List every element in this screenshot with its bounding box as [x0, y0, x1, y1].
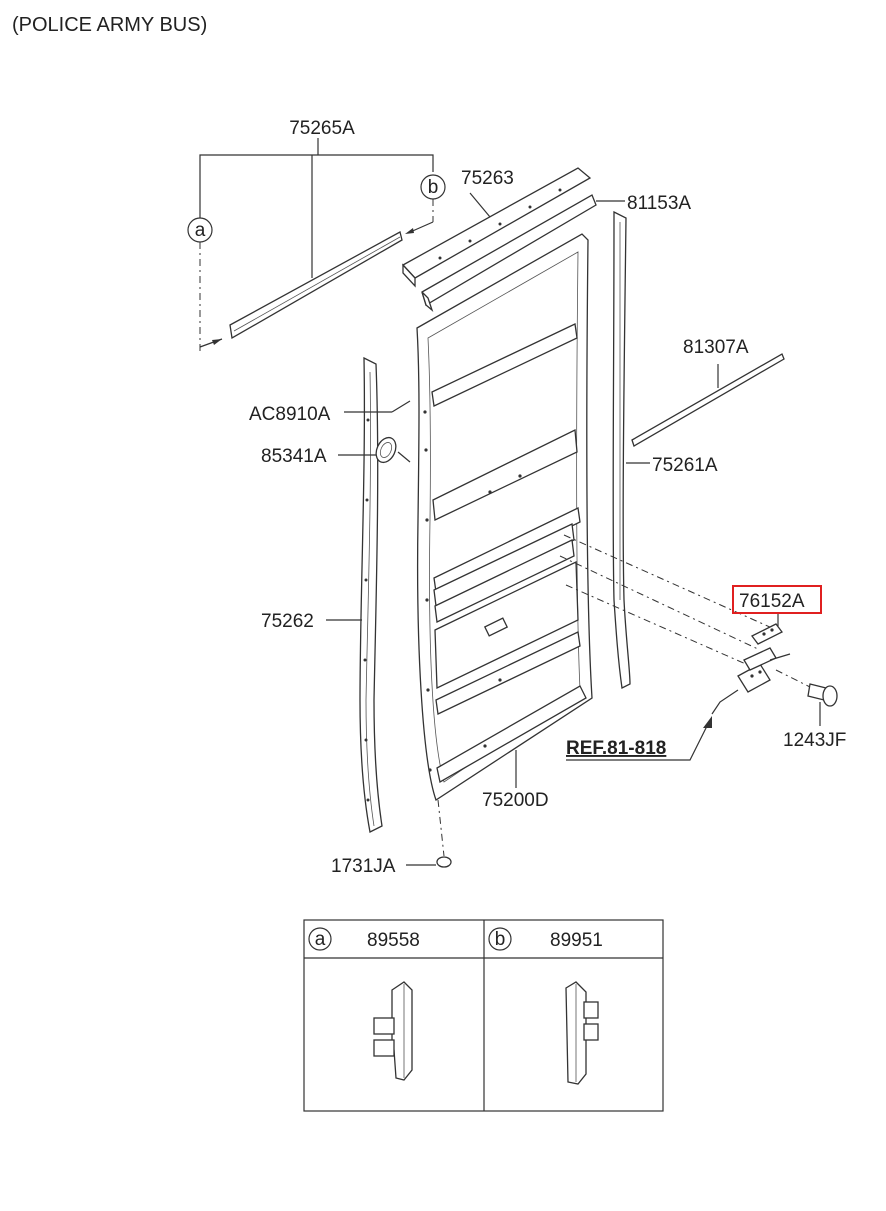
- detail-part-89558: 89558: [367, 930, 420, 951]
- label-75200D[interactable]: 75200D: [482, 790, 549, 811]
- part-latch-assembly: [711, 647, 791, 715]
- detail-callout-a: a: [315, 929, 326, 950]
- part-76152A-plate: [751, 623, 783, 645]
- detail-cell-b[interactable]: b 89951: [488, 927, 603, 1085]
- part-75261A-strip: [612, 210, 631, 689]
- highlight-76152A: [732, 585, 822, 614]
- detail-part-89951: 89951: [550, 930, 603, 951]
- label-1731JA[interactable]: 1731JA: [331, 856, 396, 877]
- part-75200D-door-frame: [416, 233, 593, 801]
- part-75265A-moulding: [229, 231, 403, 340]
- part-81153A-rail: [421, 194, 597, 312]
- part-85341A-grommet: [375, 436, 397, 464]
- detail-cell-a[interactable]: a 89558: [308, 927, 420, 1081]
- part-75262-pillar: [359, 356, 383, 833]
- callout-b-letter: b: [428, 177, 439, 198]
- label-76152A[interactable]: 76152A: [739, 591, 805, 612]
- label-81307A[interactable]: 81307A: [683, 337, 749, 358]
- part-75263-header: [401, 167, 592, 288]
- detail-table: a 89558 b 89951: [303, 919, 664, 1112]
- label-ref-81-818[interactable]: REF.81-818: [566, 738, 666, 759]
- clip-89951-drawing: [565, 981, 599, 1085]
- part-1243JF-bolt: [807, 683, 838, 707]
- bracket-75265A: [199, 138, 434, 352]
- label-85341A[interactable]: 85341A: [261, 446, 327, 467]
- callout-b-top[interactable]: b: [420, 174, 446, 200]
- part-81307A-moulding: [631, 353, 785, 447]
- label-75265A[interactable]: 75265A: [289, 118, 355, 139]
- label-1243JF[interactable]: 1243JF: [783, 730, 846, 751]
- label-75263[interactable]: 75263: [461, 168, 514, 189]
- detail-callout-b: b: [495, 929, 506, 950]
- label-AC8910A[interactable]: AC8910A: [249, 404, 331, 425]
- clip-89558-drawing: [373, 981, 413, 1081]
- diagram-title: (POLICE ARMY BUS): [12, 14, 207, 36]
- label-75262[interactable]: 75262: [261, 611, 314, 632]
- callout-a-top[interactable]: a: [187, 217, 213, 243]
- label-75261A[interactable]: 75261A: [652, 455, 718, 476]
- callout-a-letter: a: [195, 220, 206, 241]
- label-81153A[interactable]: 81153A: [627, 193, 691, 214]
- part-1731JA-plug: [436, 856, 452, 868]
